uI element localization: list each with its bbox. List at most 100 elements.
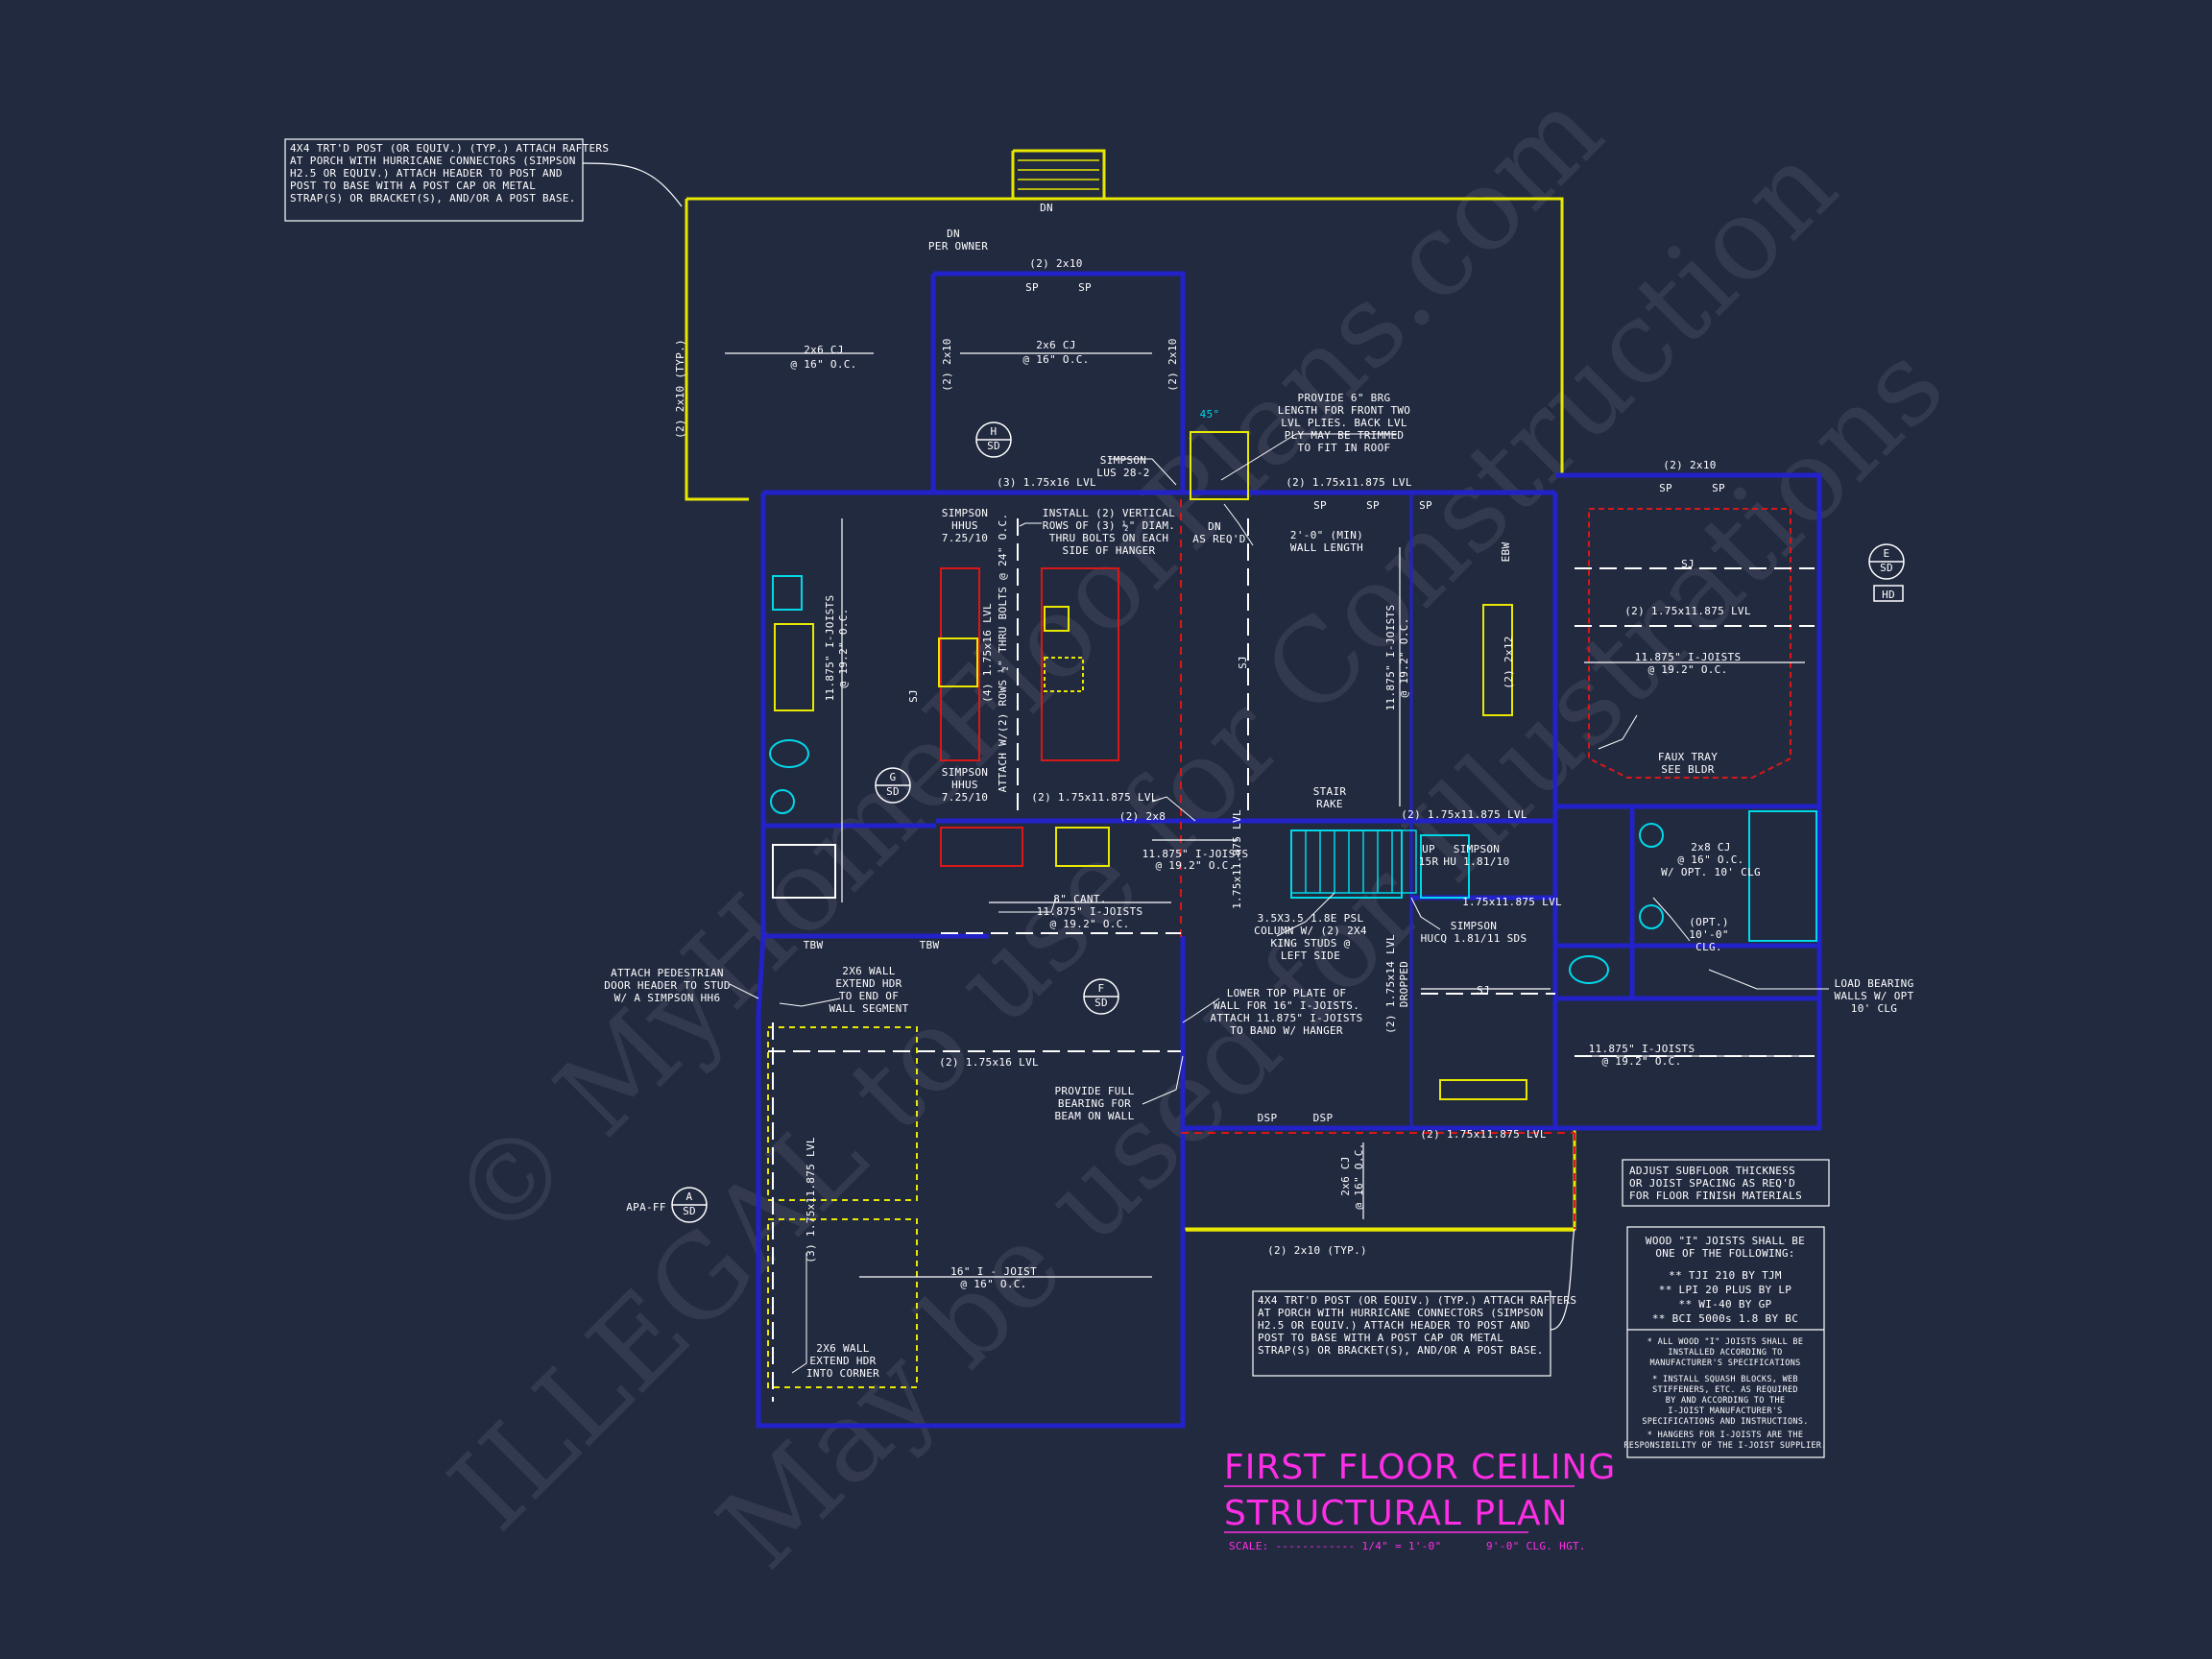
label-load-bearing-1: LOAD BEARING: [1834, 977, 1913, 990]
note-subfloor-3: FOR FLOOR FINISH MATERIALS: [1629, 1190, 1802, 1202]
label-cj-bath-3: W/ OPT. 10' CLG: [1661, 866, 1761, 878]
stair: [1290, 830, 1417, 894]
label-ijoists-kitchen-2: @ 19.2" O.C.: [837, 608, 850, 687]
label-stair-rake-2: RAKE: [1316, 798, 1343, 810]
label-wall2x6-4: WALL SEGMENT: [829, 1002, 908, 1015]
label-psl-1: 3.5X3.5 1.8E PSL: [1258, 912, 1364, 925]
label-ijoists-small-1: 11.875" I-JOISTS: [1142, 848, 1249, 860]
section-a-bottom: SD: [683, 1205, 696, 1217]
note-porch-bottom-5: STRAP(S) OR BRACKET(S), AND/OR A POST BA…: [1258, 1344, 1544, 1357]
label-sj-kitchen: SJ: [907, 689, 920, 703]
label-brg-3: LVL PLIES. BACK LVL: [1281, 417, 1407, 429]
label-brg-2: LENGTH FOR FRONT TWO: [1278, 404, 1410, 417]
section-h-top: H: [991, 425, 998, 438]
section-e-top: E: [1884, 547, 1890, 560]
label-lower-plate-4: TO BAND W/ HANGER: [1230, 1024, 1343, 1037]
label-sp-1: SP: [1025, 281, 1039, 294]
label-cj-bath-1: 2x8 CJ: [1691, 841, 1731, 854]
label-provide-full-2: BEARING FOR: [1058, 1097, 1131, 1110]
label-hhus-a-3: 7.25/10: [942, 532, 988, 544]
label-hucq-2: HUCQ 1.81/11 SDS: [1421, 932, 1527, 945]
note-porch-bottom-2: AT PORCH WITH HURRICANE CONNECTORS (SIMP…: [1258, 1307, 1544, 1319]
note-joists-list-4: ** BCI 5000s 1.8 BY BC: [1652, 1312, 1798, 1325]
label-opt-clg-1: (OPT.): [1689, 916, 1729, 928]
joist-arrows: [725, 352, 1805, 1278]
label-min-wall-2: WALL LENGTH: [1290, 541, 1363, 554]
section-e-bottom: SD: [1880, 562, 1893, 574]
label-min-wall-1: 2'-0" (MIN): [1290, 529, 1363, 541]
label-pedestrian-1: ATTACH PEDESTRIAN: [611, 967, 724, 979]
label-install-1: INSTALL (2) VERTICAL: [1043, 507, 1176, 519]
label-lvl-low: (2) 1.75x11.875 LVL: [1031, 791, 1158, 804]
label-bed-ijoists-2: @ 19.2" O.C.: [1647, 663, 1727, 676]
label-ijoists-kitchen-1: 11.875" I-JOISTS: [824, 595, 836, 702]
label-lvl-bot: (2) 1.75x11.875 LVL: [1420, 1128, 1547, 1141]
note-joists-notes-1: * ALL WOOD "I" JOISTS SHALL BE: [1647, 1337, 1804, 1347]
label-extend-hdr-2: EXTEND HDR: [809, 1355, 876, 1367]
label-lvl-stair-v: 1.75x11.875 LVL: [1231, 809, 1243, 909]
label-hhus-a-2: HHUS: [951, 519, 978, 532]
label-simpson-hu-2: HU 1.81/10: [1443, 855, 1509, 868]
leaders: [729, 433, 1829, 1374]
section-a-top: A: [686, 1190, 693, 1203]
label-hhus-a-1: SIMPSON: [942, 507, 988, 519]
label-ijoists-cant-2: @ 19.2" O.C.: [1049, 918, 1129, 930]
label-ijoists-great-2: @ 19.2" O.C.: [1398, 617, 1410, 697]
label-porch-2x10-typ: (2) 2x10 (TYP.): [674, 339, 686, 439]
label-wall2x6-2: EXTEND HDR: [835, 977, 902, 990]
label-ijoists-great-1: 11.875" I-JOISTS: [1384, 605, 1397, 711]
label-dropped: DROPPED: [1398, 961, 1410, 1007]
label-2x12: (2) 2x12: [1503, 636, 1515, 688]
label-sp-3: SP: [1313, 499, 1327, 512]
label-2x10-left: (2) 2x10: [941, 338, 953, 391]
label-bed-ijoists-1: 11.875" I-JOISTS: [1635, 651, 1742, 663]
label-dn-owner-2: PER OWNER: [928, 240, 988, 252]
label-faux-1: FAUX TRAY: [1658, 751, 1718, 763]
note-porch-bottom-1: 4X4 TRT'D POST (OR EQUIV.) (TYP.) ATTACH…: [1258, 1294, 1576, 1307]
section-markers: [671, 421, 1905, 1223]
note-joists-notes-10: RESPONSIBILITY OF THE I-JOIST SUPPLIER.: [1623, 1441, 1826, 1451]
garage-framing: [767, 1026, 918, 1388]
label-dn-asreq-1: DN: [1208, 520, 1221, 533]
label-sj-mid: SJ: [1477, 984, 1490, 997]
note-porch-left-3: H2.5 OR EQUIV.) ATTACH HEADER TO POST AN…: [290, 167, 563, 180]
label-lvl3: (3) 1.75x16 LVL: [997, 476, 1096, 489]
title-line-2: STRUCTURAL PLAN: [1224, 1494, 1569, 1533]
note-porch-bottom-4: POST TO BASE WITH A POST CAP OR METAL: [1258, 1332, 1503, 1344]
label-lvl-single: 1.75x11.875 LVL: [1462, 896, 1562, 908]
label-ijoists-bath-2: @ 19.2" O.C.: [1601, 1055, 1681, 1068]
title-line-1: FIRST FLOOR CEILING: [1224, 1448, 1616, 1487]
label-porch-bot-typ: (2) 2x10 (TYP.): [1267, 1244, 1367, 1257]
note-joists-notes-7: I-JOIST MANUFACTURER'S: [1668, 1407, 1782, 1416]
label-install-4: SIDE OF HANGER: [1063, 544, 1156, 557]
label-faux-2: SEE BLDR: [1661, 763, 1714, 776]
note-subfloor-1: ADJUST SUBFLOOR THICKNESS: [1629, 1165, 1795, 1177]
label-2x10-top: (2) 2x10: [1029, 257, 1082, 270]
label-wall2x6-1: 2X6 WALL: [842, 965, 895, 977]
label-sj-bed: SJ: [1681, 558, 1695, 570]
label-install-2: ROWS OF (3) ½" DIAM.: [1043, 519, 1175, 532]
section-g-bottom: SD: [886, 785, 900, 798]
section-h-bottom: SD: [987, 440, 1000, 452]
label-dn-asreq-2: AS REQ'D: [1192, 533, 1245, 545]
label-garage-joist-1: 16" I - JOIST: [950, 1265, 1037, 1278]
label-cant: 8" CANT.: [1053, 893, 1106, 905]
label-provide-full-1: PROVIDE FULL: [1054, 1085, 1134, 1097]
scale-label: SCALE: ------------ 1/4" = 1'-0": [1229, 1540, 1442, 1552]
label-apa: APA-FF: [626, 1201, 666, 1214]
label-provide-full-3: BEAM ON WALL: [1054, 1110, 1134, 1122]
note-joists-notes-9: * HANGERS FOR I-JOISTS ARE THE: [1647, 1431, 1804, 1440]
label-lvl4: (4) 1.75x16 LVL: [981, 603, 994, 703]
note-joists-list-1: ** TJI 210 BY TJM: [1669, 1269, 1782, 1282]
label-opt-clg-2: 10'-0": [1689, 928, 1729, 941]
plan-labels: 4X4 TRT'D POST (OR EQUIV.) (TYP.) ATTACH…: [290, 142, 1913, 1451]
note-joists-list-2: ** LPI 20 PLUS BY LP: [1659, 1284, 1792, 1296]
label-psl-3: KING STUDS @: [1270, 937, 1350, 950]
label-angle: 45°: [1200, 408, 1220, 421]
label-brg-4: PLY MAY BE TRIMMED: [1285, 429, 1405, 442]
label-dn: DN: [1040, 202, 1053, 214]
note-porch-bottom-3: H2.5 OR EQUIV.) ATTACH HEADER TO POST AN…: [1258, 1319, 1530, 1332]
label-lvl3v: (3) 1.75x11.875 LVL: [805, 1137, 817, 1263]
label-hhus-b-2: HHUS: [951, 779, 978, 791]
